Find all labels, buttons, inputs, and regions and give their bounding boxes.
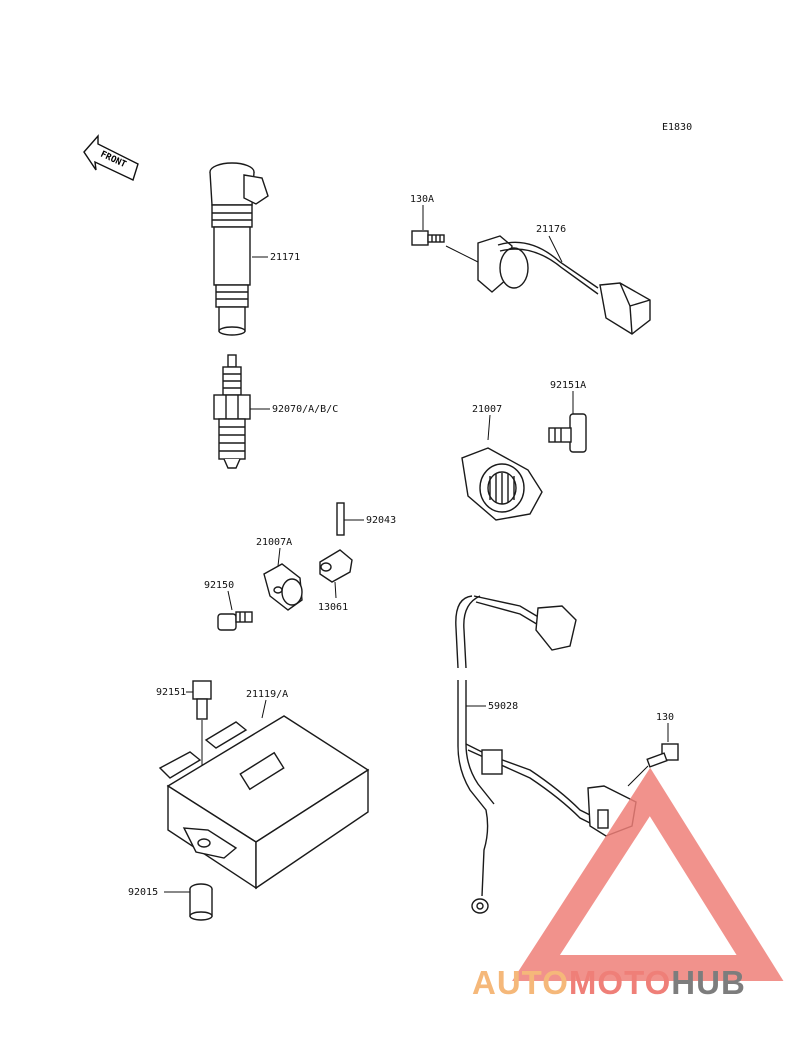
pickup-coil xyxy=(477,235,651,335)
collar-92015 xyxy=(189,883,213,921)
label-bolt-92151: 92151 xyxy=(156,687,186,698)
bolt-130a xyxy=(411,230,445,246)
bolt-92151 xyxy=(192,680,212,720)
automotohub-logo: AUTOMOTOHUB xyxy=(472,767,784,1001)
logo-text: AUTOMOTOHUB xyxy=(472,964,746,1001)
label-pickup-coil: 21176 xyxy=(536,224,566,235)
logo-text-auto: AUTO xyxy=(472,964,569,1001)
ignition-coil xyxy=(209,162,269,336)
logo-text-moto: MOTO xyxy=(569,964,671,1001)
logo-triangle-icon xyxy=(512,767,784,981)
label-bolt-92150: 92150 xyxy=(204,580,234,591)
label-spark-plug: 92070/A/B/C xyxy=(272,404,338,415)
label-rotor-21007a: 21007A xyxy=(256,537,292,548)
bolt-92151a xyxy=(548,413,587,453)
bolt-92150 xyxy=(217,611,253,631)
label-rotor: 21007 xyxy=(472,404,502,415)
label-ignition-coil: 21171 xyxy=(270,252,300,263)
label-igniter: 21119/A xyxy=(246,689,288,700)
label-collar-92015: 92015 xyxy=(128,887,158,898)
label-pin: 92043 xyxy=(366,515,396,526)
label-bolt-130: 130 xyxy=(656,712,674,723)
logo-text-hub: HUB xyxy=(671,964,746,1001)
pin xyxy=(336,502,345,536)
label-harness: 59028 xyxy=(488,701,518,712)
diagram-code: E1830 xyxy=(662,122,692,133)
label-bolt-92151a: 92151A xyxy=(550,380,586,391)
label-bolt-130a: 130A xyxy=(410,194,434,205)
bolt-130 xyxy=(646,743,679,768)
rotor xyxy=(461,447,543,521)
rotor-21007a xyxy=(263,563,303,611)
igniter xyxy=(158,715,370,890)
front-arrow-icon: FRONT xyxy=(83,134,139,181)
spark-plug xyxy=(213,354,251,469)
collar-13061 xyxy=(319,549,353,583)
label-collar-13061: 13061 xyxy=(318,602,348,613)
